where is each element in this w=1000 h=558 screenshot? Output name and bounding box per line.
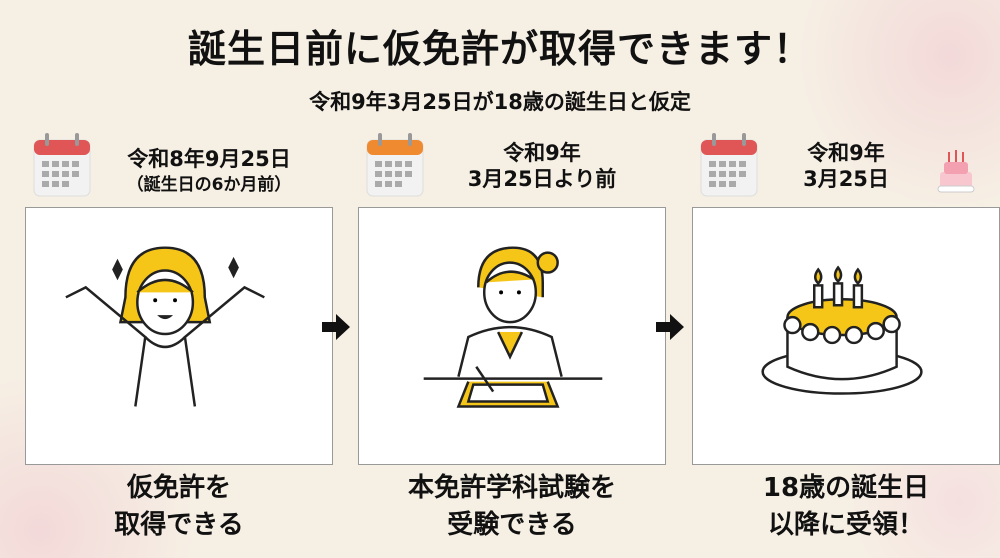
arrow-right-icon: [656, 314, 684, 340]
step-date-note: 3月25日: [803, 167, 889, 191]
step-date-note: （誕生日の6か月前）: [126, 175, 292, 195]
step-caption: 取得できる: [114, 510, 244, 540]
illustration-woman-taking-exam: [358, 207, 666, 465]
step-date: 令和9年: [807, 141, 885, 165]
step-caption: 以降に受領！: [767, 510, 924, 540]
calendar-icon: [366, 133, 424, 197]
arrow-right-icon: [322, 314, 350, 340]
step-caption: 本免許学科試験を: [407, 473, 616, 503]
step-caption: 仮免許を: [126, 473, 231, 503]
step-date: 令和8年9月25日: [127, 147, 291, 171]
page-subtitle: 令和9年3月25日が18歳の誕生日と仮定: [309, 90, 691, 114]
step-date: 令和9年: [503, 141, 581, 165]
calendar-icon: [700, 133, 758, 197]
step-date-note: 3月25日より前: [467, 167, 617, 191]
calendar-icon: [33, 133, 91, 197]
cake-icon: [937, 150, 975, 193]
illustration-birthday-cake: [692, 207, 1000, 465]
step-caption: 18歳の誕生日: [762, 473, 930, 503]
page-title: 誕生日前に仮免許が取得できます！: [187, 27, 812, 71]
illustration-cheering-woman: [25, 207, 333, 465]
step-1: 令和8年9月25日 （誕生日の6か月前） 仮免許を取得できる: [25, 128, 333, 540]
step-caption: 受験できる: [447, 510, 577, 540]
